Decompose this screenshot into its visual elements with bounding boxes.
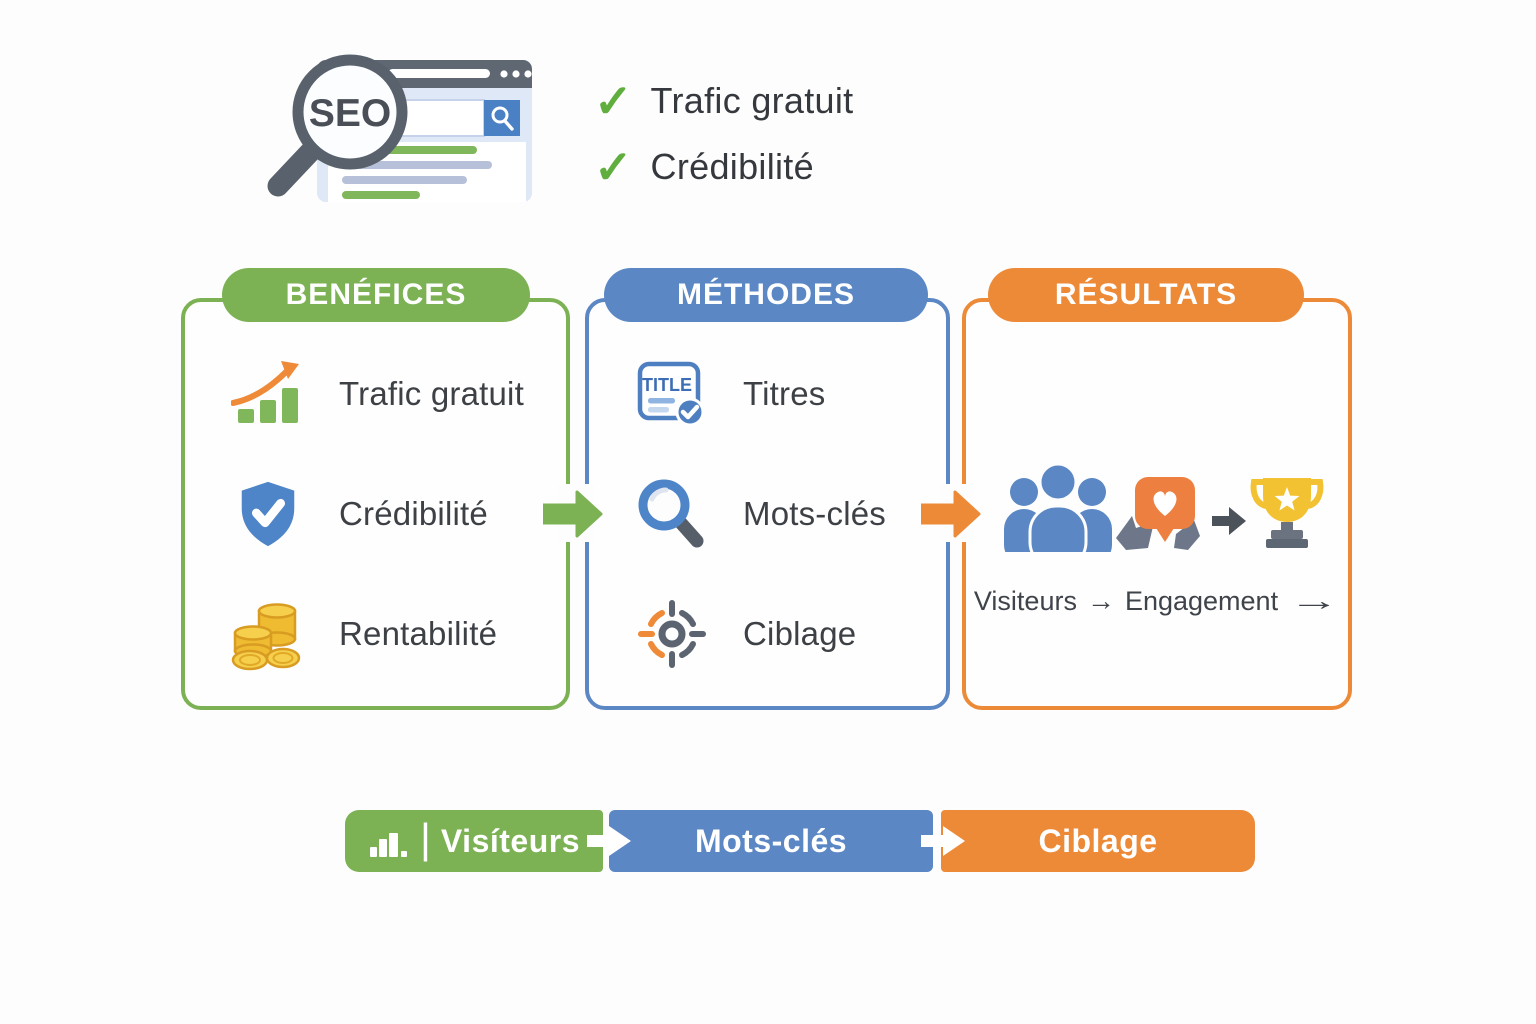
seo-magnifier-icon: SEO	[267, 54, 408, 197]
method-item: TITLE Titres	[633, 356, 946, 432]
method-item: Mots-clés	[633, 476, 946, 552]
title-doc-text: TITLE	[642, 375, 692, 395]
caption-arrow-icon: →	[1086, 585, 1115, 616]
title-document-icon: TITLE	[633, 356, 711, 432]
flow-junction-arrow-icon	[587, 826, 631, 856]
check-icon: ✓	[594, 75, 633, 127]
hero-checklist: ✓ Trafic gratuit ✓ Crédibilité	[594, 72, 853, 196]
benefits-card-title: BENÉFICES	[222, 268, 530, 322]
benefit-item-label: Trafic gratuit	[339, 375, 524, 412]
check-item: ✓ Crédibilité	[594, 138, 853, 196]
caption-step-engagement: Engagement	[1124, 585, 1279, 616]
methods-card-title: MÉTHODES	[604, 268, 928, 322]
benefit-item: Crédibilité	[229, 476, 566, 552]
seo-label: SEO	[309, 92, 391, 135]
bar-chart-icon	[369, 833, 407, 857]
results-card: Visiteurs → Engagement →	[962, 298, 1352, 710]
flow-junction-arrow-icon	[921, 826, 965, 856]
flow-segment-ciblage: Ciblage	[941, 810, 1255, 872]
engagement-swoosh-icon	[1174, 520, 1200, 550]
method-item-label: Titres	[743, 375, 826, 412]
benefit-item: Rentabilité	[229, 596, 566, 672]
benefit-item: Trafic gratuit	[229, 356, 566, 432]
benefit-item-label: Crédibilité	[339, 495, 488, 532]
flow-segment-label: Ciblage	[1038, 822, 1158, 859]
check-item: ✓ Trafic gratuit	[594, 72, 853, 130]
flow-segment-visiteurs: | Visíteurs	[345, 810, 603, 872]
benefits-card: Trafic gratuit Crédibilité	[181, 298, 570, 710]
benefits-to-methods-arrow-icon	[543, 490, 603, 538]
engagement-swoosh-icon	[1116, 516, 1154, 550]
process-flow-bar: | Visíteurs Mots-clés Ciblage	[345, 810, 1255, 872]
trophy-icon	[1250, 478, 1324, 548]
method-item: Ciblage	[633, 596, 946, 672]
check-icon: ✓	[594, 141, 633, 193]
method-item-label: Ciblage	[743, 615, 857, 652]
flow-segment-label: Mots-clés	[694, 822, 848, 859]
coins-icon	[229, 596, 307, 672]
seo-browser-illustration: SEO	[267, 54, 532, 202]
check-item-label: Trafic gratuit	[650, 80, 854, 121]
results-card-title: RÉSULTATS	[988, 268, 1304, 322]
shield-check-icon	[229, 476, 307, 552]
progress-arrow-icon	[1212, 507, 1246, 535]
like-bubble-icon	[1135, 477, 1195, 542]
results-icons: Visiteurs → Engagement →	[966, 302, 1348, 706]
flow-segment-label: Visíteurs	[440, 822, 580, 859]
magnifier-icon	[633, 476, 711, 552]
search-button-icon	[491, 106, 514, 131]
visitors-group-icon	[1004, 462, 1112, 552]
flow-segment-mots-cles: Mots-clés	[609, 810, 933, 872]
caption-arrow-icon: →	[1288, 585, 1340, 616]
benefit-item-label: Rentabilité	[339, 615, 498, 652]
method-item-label: Mots-clés	[743, 495, 886, 532]
separator-mark: |	[419, 815, 431, 862]
methods-card: TITLE Titres Mots-c	[585, 298, 950, 710]
results-caption: Visiteurs → Engagement →	[966, 585, 1348, 617]
growth-chart-icon	[229, 356, 307, 432]
check-item-label: Crédibilité	[650, 146, 814, 187]
methods-to-results-arrow-icon	[921, 490, 981, 538]
caption-step-visiteurs: Visiteurs	[973, 585, 1077, 616]
target-icon	[633, 596, 711, 672]
